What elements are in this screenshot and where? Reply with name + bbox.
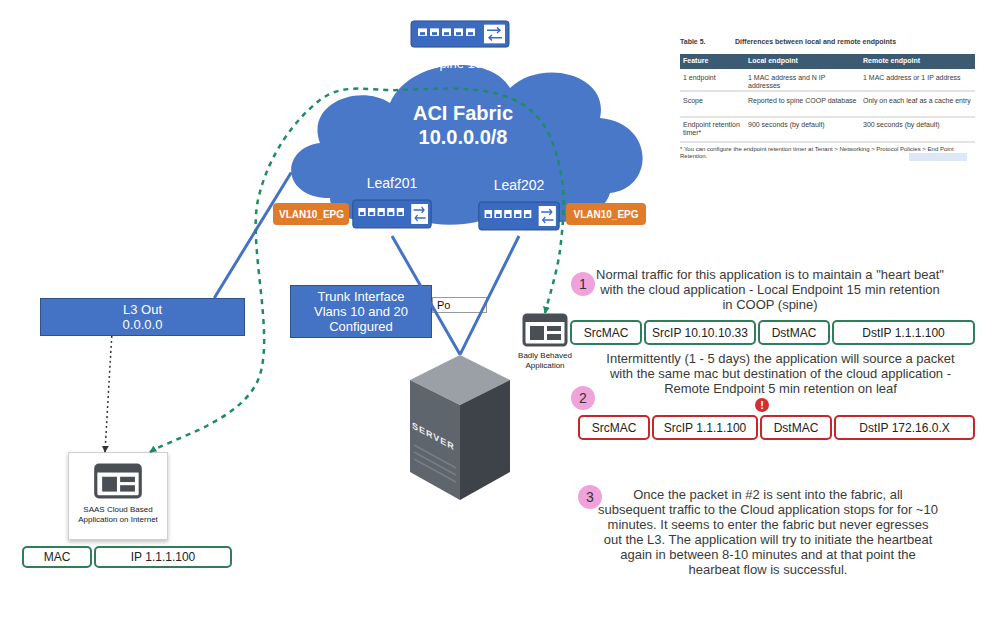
table-cell: Endpoint retention timer* (683, 121, 743, 137)
packet-field: DstIP 1.1.1.100 (832, 320, 975, 345)
saas-app-box: SAAS Cloud Based Application on Internet (68, 452, 168, 540)
node-text: SrcMAC (584, 326, 629, 340)
table-header-band (680, 54, 975, 69)
fabric-label: ACI Fabric 10.0.0.0/8 (398, 101, 528, 149)
node-text: Trunk Interface Vlans 10 and 20 Configur… (305, 289, 417, 334)
switch-icon (352, 199, 432, 229)
leaf-switch: Leaf202 (476, 177, 562, 236)
packet-field: DstIP 172.16.0.X (834, 415, 975, 440)
application-icon (522, 313, 568, 347)
packet-field: DstMAC (758, 320, 830, 345)
node-text: DstMAC (772, 326, 817, 340)
node-text: Po (437, 299, 450, 311)
epg-tag: VLAN10_EPG (566, 203, 646, 225)
connector (105, 336, 112, 452)
spine-switch: Spine 101 (405, 20, 515, 78)
table-header: Remote endpoint (863, 57, 973, 65)
node-text: VLAN10_EPG (279, 209, 344, 220)
node-text: VLAN10_EPG (573, 209, 638, 220)
application-icon-box: Badly Behaved Application (510, 313, 580, 383)
node-text: 1 (579, 276, 587, 292)
packet-field: SrcMAC (578, 415, 650, 440)
connector (214, 173, 291, 299)
table-header: Feature (683, 57, 743, 65)
annotation-text: Intermittently (1 - 5 days) the applicat… (598, 351, 963, 396)
warning-icon: ! (755, 398, 769, 412)
table-rules (680, 91, 975, 142)
link-highlight (909, 153, 967, 161)
table-header: Local endpoint (748, 57, 858, 65)
node-text: MAC (44, 550, 71, 564)
epg-tag: VLAN10_EPG (273, 203, 349, 225)
table-cell: 900 seconds (by default) (748, 121, 858, 129)
table-cell: Only on each leaf as a cache entry (863, 97, 973, 105)
switch-label: Leaf201 (367, 175, 418, 191)
table-title: Table 5. (680, 38, 725, 46)
table-cell: Scope (683, 97, 743, 105)
table-title: Differences between local and remote end… (735, 38, 970, 46)
l3out-box: L3 Out 0.0.0.0 (40, 298, 245, 336)
node-text: SrcIP 10.10.10.33 (652, 326, 748, 340)
node-text: SrcIP 1.1.1.100 (664, 421, 747, 435)
address-field: IP 1.1.1.100 (94, 546, 232, 568)
node-text: 2 (579, 390, 587, 406)
callout-number: 2 (571, 386, 595, 410)
table-ground (678, 34, 977, 162)
switch-icon (410, 20, 510, 48)
packet-field: SrcIP 10.10.10.33 (644, 320, 756, 345)
application-icon (93, 463, 143, 499)
node-text: DstIP 1.1.1.100 (862, 326, 945, 340)
table-cell: Reported to spine COOP database (748, 97, 858, 105)
table-cell: 300 seconds (by default) (863, 121, 973, 129)
connector (460, 236, 519, 355)
leaf-switch: Leaf201 (350, 175, 434, 236)
portchannel-tag: Po (432, 297, 487, 313)
node-text: Badly Behaved Application (515, 351, 575, 371)
node-text: SAAS Cloud Based Application on Internet (73, 505, 163, 525)
packet-field: SrcIP 1.1.1.100 (652, 415, 758, 440)
switch-label: Spine 101 (431, 56, 490, 71)
trunk-box: Trunk Interface Vlans 10 and 20 Configur… (290, 285, 432, 338)
table-cell: 1 MAC address or 1 IP address (863, 74, 973, 82)
node-text: 3 (586, 489, 594, 505)
annotation-text: Normal traffic for this application is t… (595, 267, 945, 312)
callout-number: 1 (571, 272, 595, 296)
node-text: DstMAC (774, 421, 819, 435)
annotation-text: Once the packet in #2 is sent into the f… (598, 487, 938, 577)
switch-icon (478, 201, 560, 231)
switch-label: Leaf202 (494, 177, 545, 193)
node-text: L3 Out 0.0.0.0 (115, 302, 170, 332)
server-box: SERVER (400, 350, 520, 502)
packet-field: SrcMAC (570, 320, 642, 345)
node-text: DstIP 172.16.0.X (859, 421, 950, 435)
node-text: IP 1.1.1.100 (131, 550, 196, 564)
packet-field: DstMAC (760, 415, 832, 440)
table-cell: 1 MAC address and N IP addresses (748, 74, 858, 90)
address-field: MAC (22, 546, 92, 568)
node-text: SrcMAC (592, 421, 637, 435)
table-footnote: * You can configure the endpoint retenti… (680, 146, 975, 160)
table-cell: 1 endpoint (683, 74, 743, 82)
